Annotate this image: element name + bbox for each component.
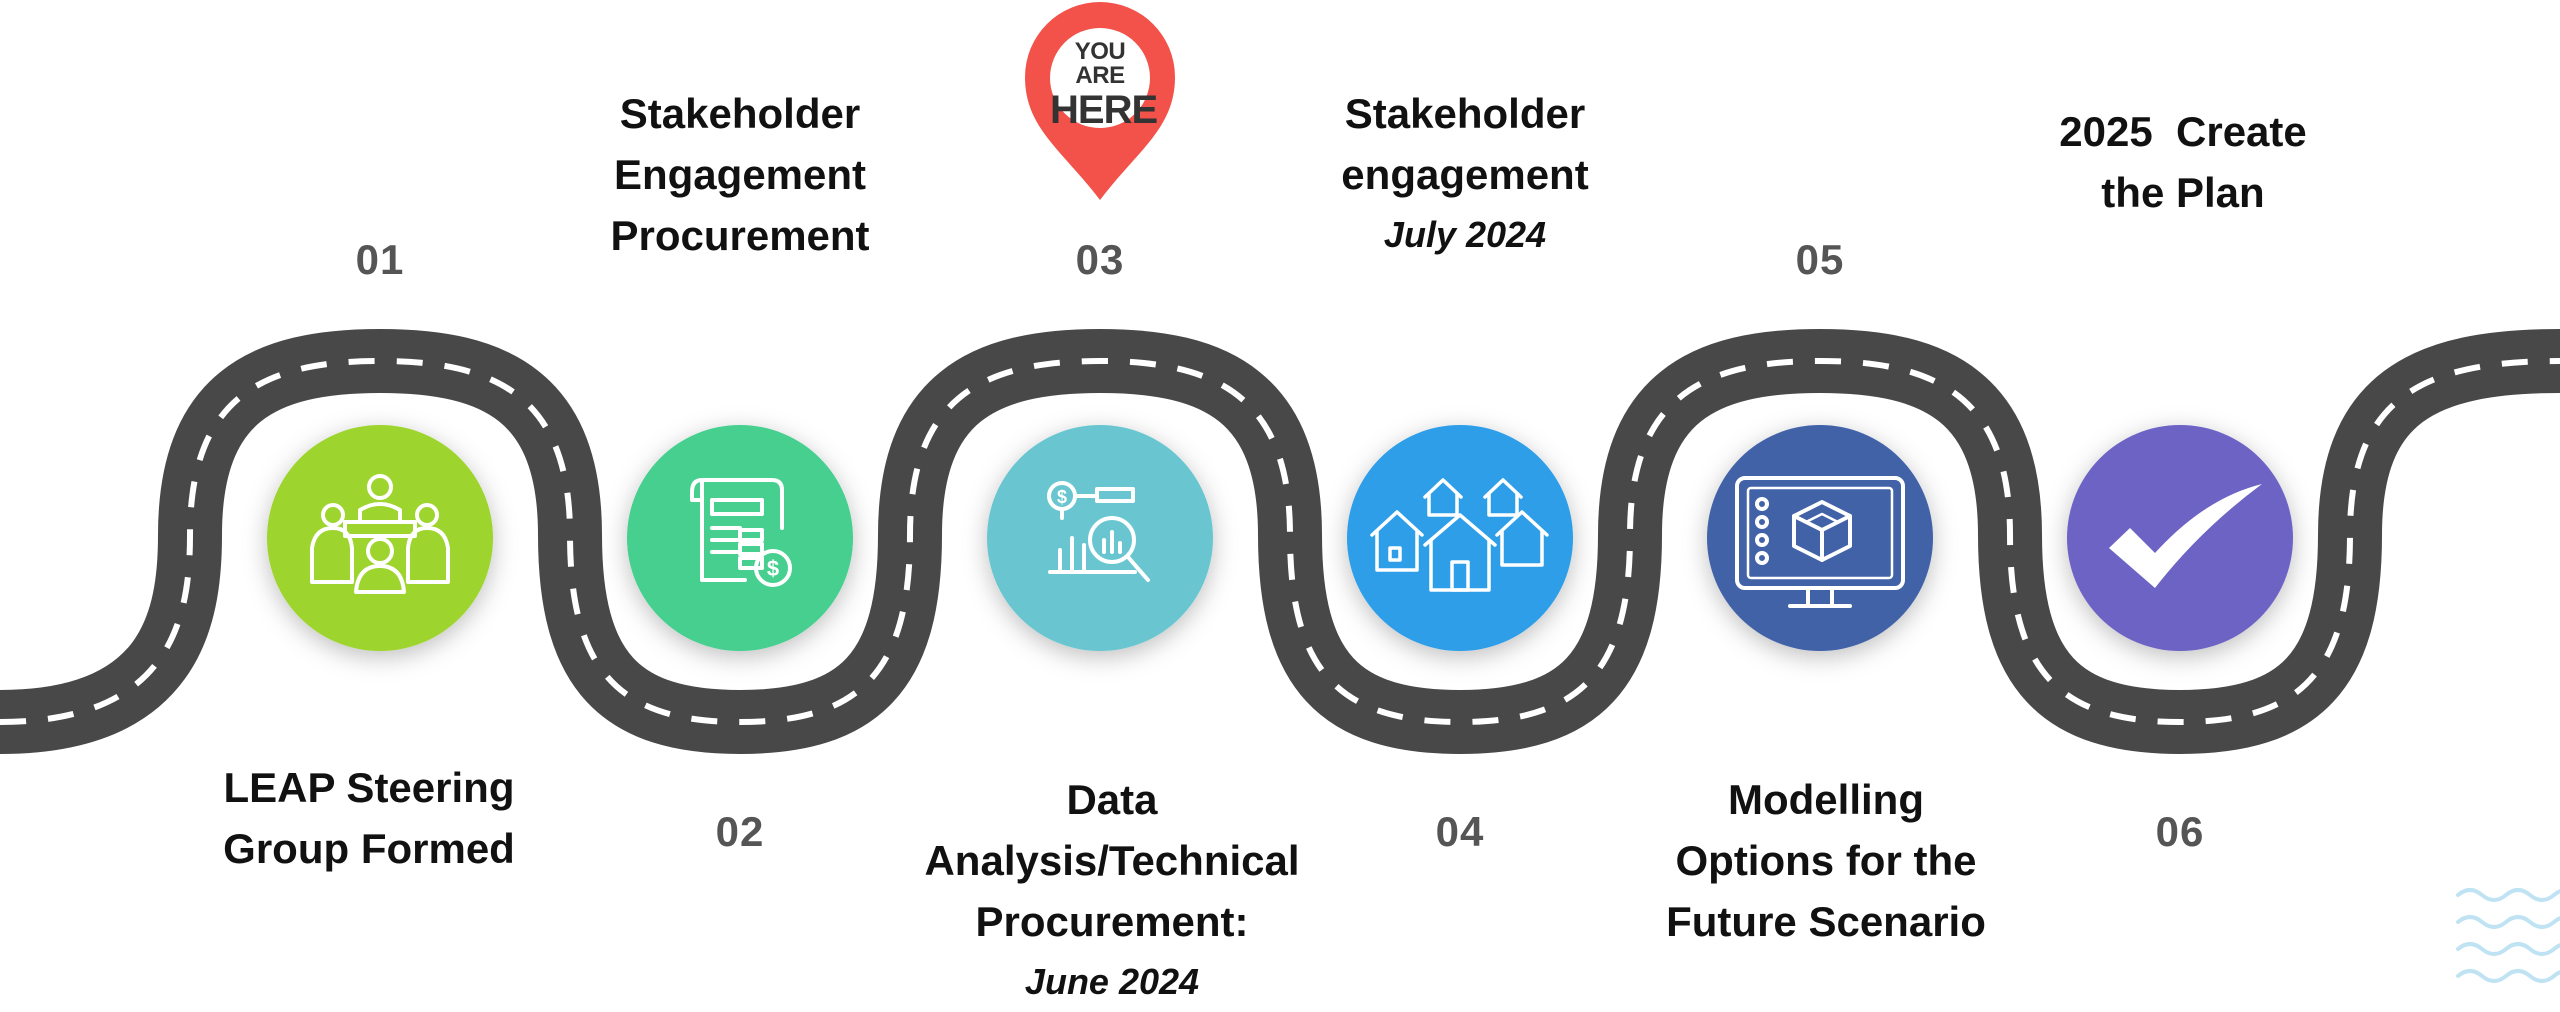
svg-text:$: $ [1057,487,1067,507]
step-01-label: LEAP Steering Group Formed [223,757,515,879]
marker-label-line1: YOU ARE [1074,38,1126,89]
step-02-title: Stakeholder Engagement Procurement [610,90,870,259]
step-06-title: 2025 Create the Plan [2059,108,2307,216]
step-03-date: June 2024 [1024,961,1200,1002]
step-03-circle [987,425,1213,651]
meeting-table-icon [310,474,450,594]
step-04-circle [1347,425,1573,651]
marker-label: YOU ARE HERE [1050,38,1158,132]
monitor-3d-icon [1735,476,1905,608]
step-05-label: Modelling Options for the Future Scenari… [1666,769,1986,952]
data-analysis-icon: $ [1047,481,1150,582]
step-03-number: 03 [1075,236,1125,283]
checkmark-icon [2109,484,2262,588]
step-02-number: 02 [715,808,765,855]
step-06-label: 2025 Create the Plan [2059,101,2307,223]
houses-icon [1370,478,1549,592]
step-05-title: Modelling Options for the Future Scenari… [1666,776,1986,945]
step-03-label: Data Analysis/Technical Procurement: Jun… [924,769,1299,1012]
step-02-label: Stakeholder Engagement Procurement [610,83,869,266]
marker-label-line2: HERE [1050,88,1158,132]
step-06-number: 06 [2155,808,2205,855]
decorative-waves [2456,888,2560,983]
step-04-date: July 2024 [1383,214,1547,255]
road-center-dashes [0,357,2560,726]
step-05-number: 05 [1795,236,1845,283]
step-04-number: 04 [1435,808,1485,855]
invoice-payment-icon: $ [690,478,792,587]
step-03-title: Data Analysis/Technical Procurement: [924,776,1300,945]
svg-text:$: $ [767,556,779,581]
step-01-number: 01 [355,236,405,283]
step-04-title: Stakeholder engagement [1341,90,1589,198]
you-are-here-marker [1025,2,1175,200]
step-01-title: LEAP Steering Group Formed [223,764,515,872]
step-04-label: Stakeholder engagement July 2024 [1341,83,1588,265]
